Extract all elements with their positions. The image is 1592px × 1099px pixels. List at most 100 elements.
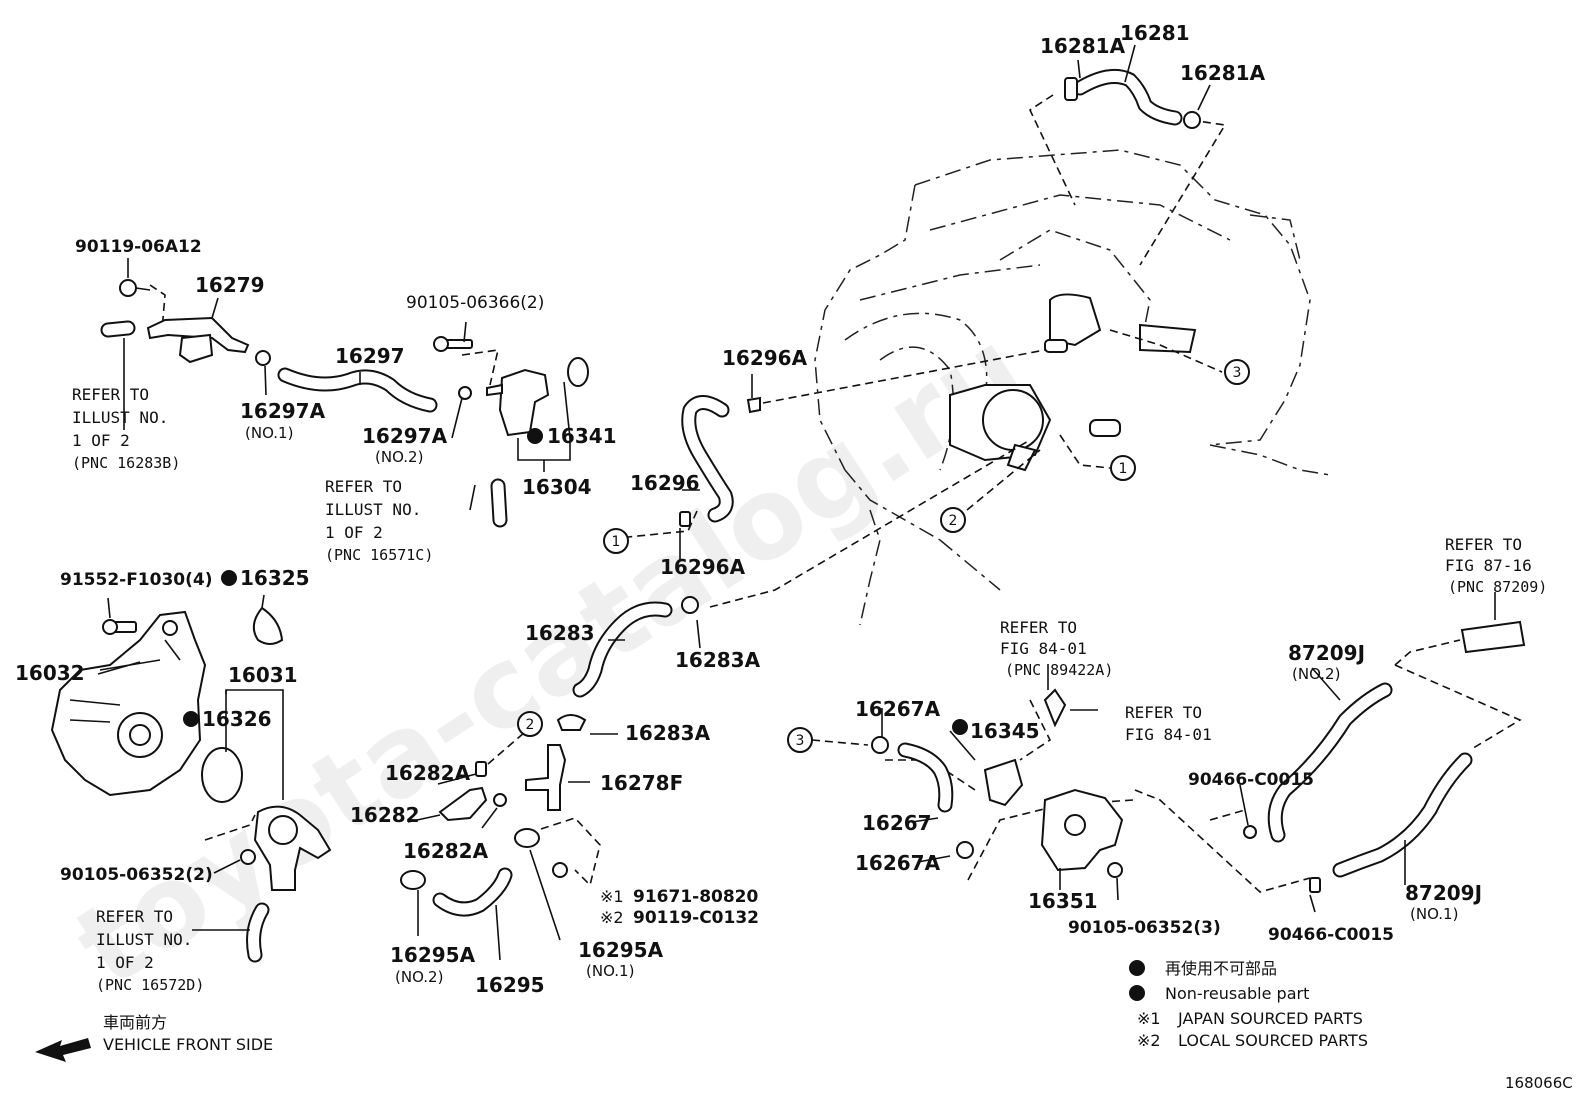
label-16283: 16283 (525, 621, 595, 645)
circle-ref-1-hose: 1 (603, 528, 629, 554)
svg-text:(PNC 89422A): (PNC 89422A) (1005, 661, 1113, 679)
svg-text:FIG 87-16: FIG 87-16 (1445, 556, 1532, 575)
label-16278F: 16278F (600, 771, 683, 795)
legend-japan-sourced: JAPAN SOURCED PARTS (1177, 1009, 1363, 1028)
svg-text:1 OF 2: 1 OF 2 (325, 523, 383, 542)
label-16282: 16282 (350, 803, 420, 827)
svg-text:REFER TO: REFER TO (96, 907, 173, 926)
note-refer-illust-16283B: REFER TO ILLUST NO. 1 OF 2 (PNC 16283B) (72, 385, 180, 472)
label-16267A-bottom: 16267A (855, 851, 941, 875)
hose-ref-left (100, 320, 136, 430)
diagram-id: 168066C (1505, 1074, 1573, 1092)
label-16032: 16032 (15, 661, 85, 685)
hose-16282 (438, 761, 507, 822)
label-16281A-right: 16281A (1180, 61, 1266, 85)
label-16297: 16297 (335, 344, 405, 368)
water-outlet-16031 (240, 805, 332, 891)
svg-text:2: 2 (949, 513, 958, 529)
svg-text:ILLUST NO.: ILLUST NO. (96, 930, 192, 949)
sublabel-no1-16297A: (NO.1) (245, 424, 293, 442)
circle-ref-2-hose: 2 (517, 711, 543, 737)
svg-text:REFER TO: REFER TO (1445, 535, 1522, 554)
front-arrow-icon (35, 1038, 91, 1062)
label-16281: 16281 (1120, 21, 1190, 45)
svg-text:FIG 84-01: FIG 84-01 (1000, 639, 1087, 658)
pipe-16279 (119, 279, 250, 364)
svg-text:REFER TO: REFER TO (325, 477, 402, 496)
direction-en: VEHICLE FRONT SIDE (103, 1035, 273, 1054)
hose-16295 (432, 867, 513, 917)
heater-valve-ref (1460, 620, 1526, 654)
note-refer-illust-16571C: REFER TO ILLUST NO. 1 OF 2 (PNC 16571C) (325, 477, 433, 564)
svg-text:(PNC 16283B): (PNC 16283B) (72, 454, 180, 472)
engine-outline (814, 149, 1331, 626)
hose-ref-16572D (246, 902, 270, 963)
svg-text:(PNC 87209): (PNC 87209) (1448, 578, 1547, 596)
label-16281A-left: 16281A (1040, 34, 1126, 58)
water-inlet-16304 (433, 336, 589, 437)
label-16283A-top: 16283A (675, 648, 761, 672)
circle-ref-1-engine: 1 (1110, 455, 1136, 481)
gasket-16325 (252, 606, 284, 645)
svg-text:1: 1 (1119, 461, 1128, 477)
hose-87209J-no1 (1309, 752, 1473, 893)
direction-jp: 車両前方 (103, 1013, 167, 1032)
oring-16326 (201, 747, 243, 803)
note-refer-illust-16572D: REFER TO ILLUST NO. 1 OF 2 (PNC 16572D) (96, 907, 204, 994)
label-16282A-bottom: 16282A (403, 839, 489, 863)
hose-16267 (871, 736, 974, 859)
housing-16351 (1040, 688, 1124, 878)
label-16296: 16296 (630, 471, 700, 495)
label-91552-F1030: 91552-F1030(4) (60, 570, 213, 590)
legend-local-sourced: LOCAL SOURCED PARTS (1178, 1031, 1368, 1050)
label-90119-C0132: 90119-C0132 (633, 908, 759, 928)
legend-jp: 再使用不可部品 (1165, 959, 1277, 978)
label-16297A-no1: 16297A (240, 399, 326, 423)
label-90105-06352-2: 90105-06352(2) (60, 865, 213, 885)
label-16279: 16279 (195, 273, 265, 297)
engine-thermostat-area (949, 293, 1197, 472)
svg-text:REFER TO: REFER TO (1125, 703, 1202, 722)
label-16295: 16295 (475, 973, 545, 997)
legend-mark-2: ※2 (1137, 1031, 1161, 1050)
non-reusable-bullets (183, 428, 1145, 1001)
label-16351: 16351 (1028, 889, 1098, 913)
dashed-connectors (149, 94, 1522, 893)
sublabel-no1-16295A: (NO.1) (586, 962, 634, 980)
clamp-16295A (400, 828, 540, 890)
label-16295A-no1: 16295A (578, 938, 664, 962)
label-16283A-bottom: 16283A (625, 721, 711, 745)
svg-text:(PNC 16572D): (PNC 16572D) (96, 976, 204, 994)
note-refer-fig-84-01-pnc: REFER TO FIG 84-01 (PNC 89422A) (1000, 618, 1113, 679)
hose-16283 (556, 596, 699, 731)
label-90466-C0015-bottom: 90466-C0015 (1268, 925, 1394, 945)
label-16267: 16267 (862, 811, 932, 835)
sublabel-no2-16295A: (NO.2) (395, 968, 443, 986)
svg-text:REFER TO: REFER TO (72, 385, 149, 404)
label-16267A-top: 16267A (855, 697, 941, 721)
hose-16296 (679, 395, 761, 527)
label-16296A-bottom: 16296A (660, 555, 746, 579)
label-16295A-no2: 16295A (390, 943, 476, 967)
svg-text:1: 1 (612, 534, 621, 550)
legend-mark-1: ※1 (1137, 1009, 1161, 1028)
svg-text:1 OF 2: 1 OF 2 (72, 431, 130, 450)
circle-ref-2-engine: 2 (940, 507, 966, 533)
svg-text:REFER TO: REFER TO (1000, 618, 1077, 637)
label-16325: 16325 (240, 566, 310, 590)
hose-16297 (255, 350, 472, 413)
label-16031: 16031 (228, 663, 298, 687)
hose-ref-16571C (469, 478, 508, 528)
label-16297A-no2: 16297A (362, 424, 448, 448)
label-16345: 16345 (970, 719, 1040, 743)
circle-ref-3-engine: 3 (1224, 359, 1250, 385)
svg-text:FIG 84-01: FIG 84-01 (1125, 725, 1212, 744)
label-90105-06366: 90105-06366(2) (406, 293, 544, 313)
hose-16281 (1064, 68, 1201, 129)
label-90466-C0015-top: 90466-C0015 (1188, 770, 1314, 790)
label-90105-06352-3: 90105-06352(3) (1068, 918, 1221, 938)
label-16296A-top: 16296A (722, 346, 808, 370)
circle-ref-3-hose: 3 (787, 727, 813, 753)
svg-text:ILLUST NO.: ILLUST NO. (325, 500, 421, 519)
